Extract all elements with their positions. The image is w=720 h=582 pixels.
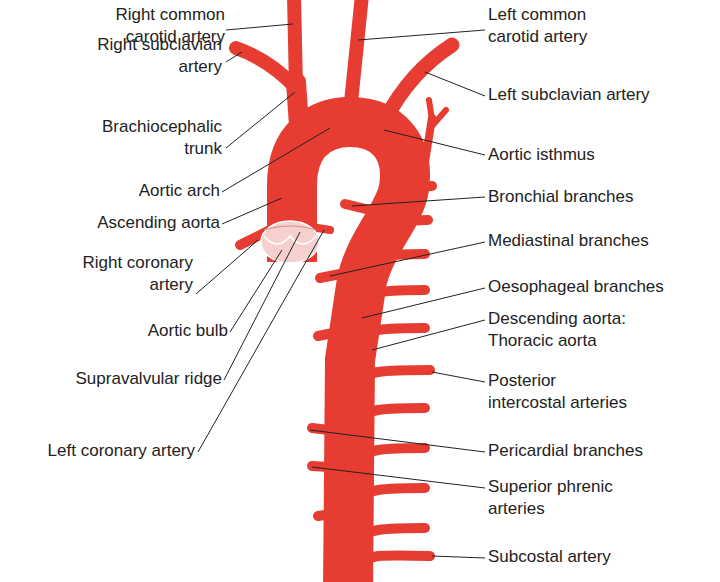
aortic-bulb-shape — [261, 221, 319, 263]
part-label: Bronchial branches — [488, 186, 708, 208]
part-label: Ascending aorta — [20, 212, 220, 234]
leader-lines — [196, 24, 485, 558]
ridge-line — [264, 226, 316, 230]
part-label: Left common carotid artery — [488, 4, 618, 48]
small-vessel — [429, 100, 432, 120]
carotid-vessel — [294, 0, 296, 88]
part-label: Pericardial branches — [488, 440, 718, 462]
part-label: Mediastinal branches — [488, 230, 708, 252]
aorta-vessel — [292, 122, 405, 582]
part-label: Subcostal artery — [488, 546, 718, 568]
part-label: Descending aorta: Thoracic aorta — [488, 308, 653, 352]
part-label: Brachiocephalic trunk — [82, 116, 222, 160]
part-label: Right coronary artery — [63, 252, 193, 296]
carotid-vessel — [350, 0, 362, 112]
part-label: Oesophageal branches — [488, 276, 718, 298]
part-label: Superior phrenic arteries — [488, 476, 638, 520]
part-label: Right subclavian artery — [72, 34, 222, 78]
part-label: Left subclavian artery — [488, 84, 708, 106]
part-label: Supravalvular ridge — [0, 368, 222, 390]
part-label: Aortic isthmus — [488, 144, 708, 166]
part-label: Aortic bulb — [28, 320, 228, 342]
part-label: Left coronary artery — [0, 440, 195, 462]
subclavian-vessel — [236, 48, 296, 88]
part-label: Aortic arch — [20, 180, 220, 202]
part-label: Posterior intercostal arteries — [488, 370, 632, 414]
